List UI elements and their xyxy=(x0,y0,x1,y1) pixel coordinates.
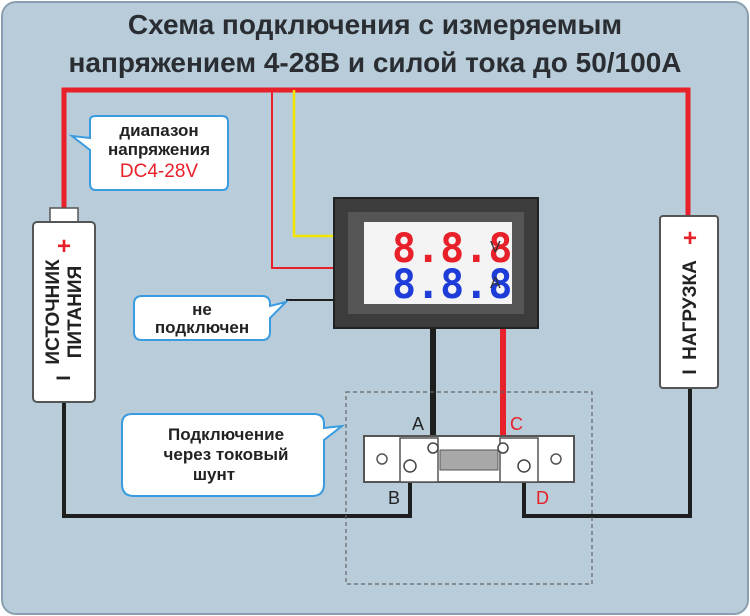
voltage-range-callout: диапазон напряжения DC4-28V xyxy=(68,115,229,191)
shunt-dashed-frame xyxy=(345,391,593,585)
terminal-a-label: A xyxy=(412,414,424,434)
shunt-line-1: Подключение xyxy=(168,425,284,444)
source-minus-sign: I xyxy=(54,375,75,380)
terminal-b-screw xyxy=(403,459,417,473)
source-label-line-2: ПИТАНИЯ xyxy=(65,266,86,358)
shunt-line-3: шунт xyxy=(193,465,235,484)
positive-bus-wire xyxy=(61,87,691,218)
terminal-b-label: B xyxy=(388,488,400,508)
terminal-d-screw xyxy=(517,459,531,473)
load-minus-sign: I xyxy=(680,369,701,374)
source-label-line-1: ИСТОЧНИК xyxy=(43,259,64,365)
power-source: + ИСТОЧНИК ПИТАНИЯ I xyxy=(32,207,96,403)
meter-power-red-wire xyxy=(271,90,336,269)
shunt-mount-hole-right xyxy=(550,453,562,465)
terminal-a-screw xyxy=(427,442,439,454)
load-label: НАГРУЗКА xyxy=(680,260,701,360)
shunt-bubble xyxy=(121,413,346,497)
shunt-callout: Подключение через токовый шунт xyxy=(121,413,346,497)
meter-display xyxy=(364,222,512,304)
current-shunt xyxy=(363,435,575,483)
not-connected-line-1: не xyxy=(192,300,212,319)
title-line-2: напряжением 4-28В и силой тока до 50/100… xyxy=(68,47,681,78)
terminal-c-label: C xyxy=(510,414,523,434)
not-connected-line-2: подключен xyxy=(155,318,249,337)
load-negative-wire xyxy=(522,388,692,518)
not-connected-callout: не подключен xyxy=(133,295,290,341)
source-plus-sign: + xyxy=(57,233,71,260)
voltage-range-bubble xyxy=(68,115,229,191)
voltage-range-value: DC4-28V xyxy=(120,161,198,182)
terminal-c-screw xyxy=(497,442,509,454)
meter-sense-yellow-wire xyxy=(292,90,336,238)
title-line-1: Схема подключения с измеряемым xyxy=(128,9,622,40)
not-connected-bubble xyxy=(133,295,290,341)
shunt-line-2: через токовый xyxy=(164,445,289,464)
shunt-mount-hole-left xyxy=(376,453,388,465)
current-unit: A xyxy=(490,275,501,292)
voltage-range-line-1: диапазон xyxy=(119,121,198,140)
shunt-block-right xyxy=(499,437,539,483)
load: + НАГРУЗКА I xyxy=(659,215,719,389)
battery-body xyxy=(32,221,96,403)
voltmeter-ammeter: 8.8.8 V 8.8.8 A xyxy=(333,197,539,329)
current-reading: 8.8.8 xyxy=(392,262,512,308)
voltage-unit: V xyxy=(490,239,501,256)
load-body xyxy=(659,215,719,389)
voltage-reading: 8.8.8 xyxy=(392,226,512,272)
shunt-resistor xyxy=(439,449,499,471)
source-negative-wire xyxy=(62,400,412,518)
terminal-d-label: D xyxy=(536,488,549,508)
voltage-range-line-2: напряжения xyxy=(108,140,210,159)
load-plus-sign: + xyxy=(683,225,697,252)
